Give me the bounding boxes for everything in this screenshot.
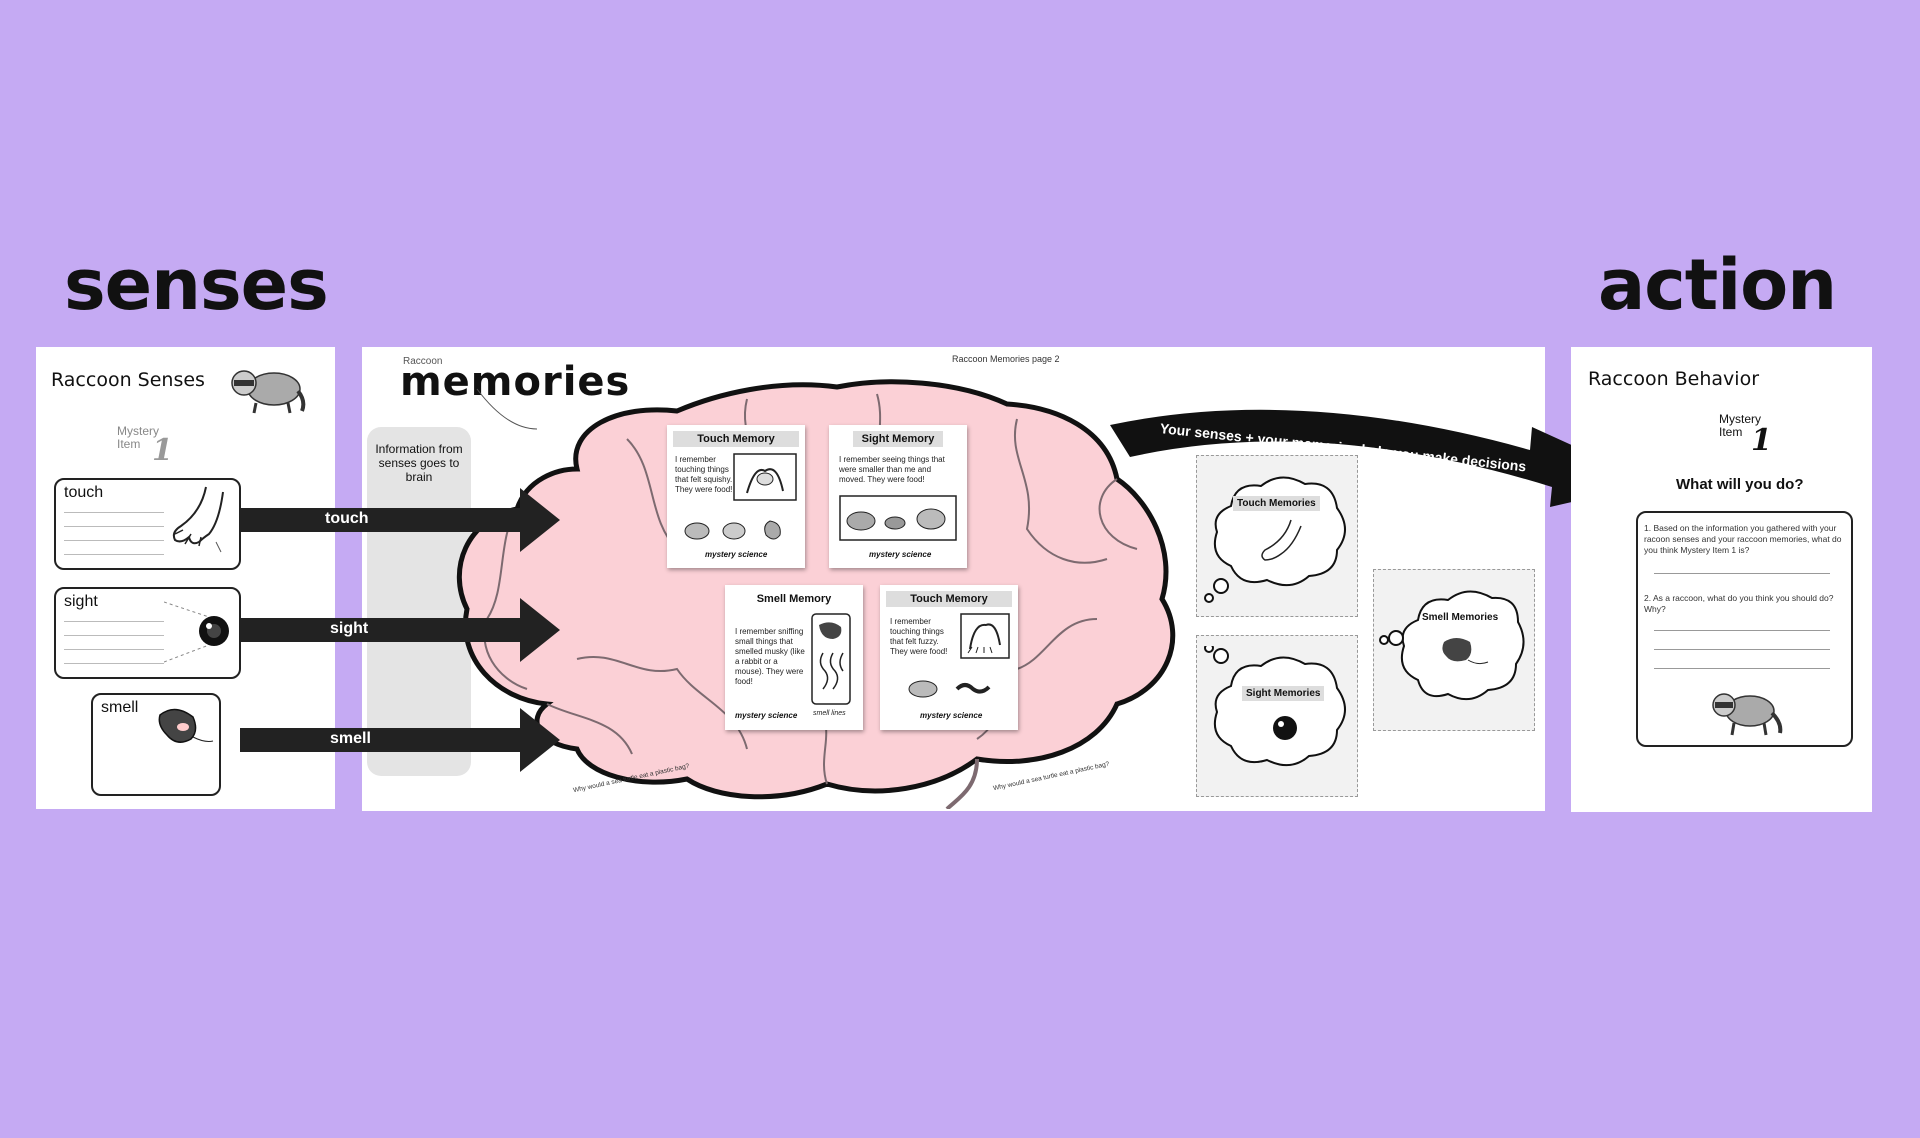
smell-memory-card: Smell Memory I remember sniffing small t…: [725, 585, 863, 730]
memories-kicker: Raccoon: [403, 356, 443, 367]
sense-arrows: [240, 488, 560, 772]
smell-label: smell: [101, 699, 139, 716]
raccoon-behavior-sheet: Raccoon Behavior Mystery Item 1 What wil…: [1571, 347, 1872, 812]
sheet-title: Raccoon Senses: [51, 369, 205, 391]
sight-label: sight: [64, 593, 98, 610]
fuzzy-paw-icon: [960, 613, 1010, 659]
info-panel: Information from senses goes to brain: [367, 427, 471, 776]
touch-box: touch: [54, 478, 241, 570]
raccoon-icon: [1712, 693, 1783, 736]
mystery-label: Mystery Item: [1719, 412, 1761, 439]
senses-heading: senses: [64, 244, 329, 326]
question-1: 1. Based on the information you gathered…: [1644, 523, 1842, 555]
touch-arrow-label: touch: [325, 510, 369, 527]
touch-memories-title: Touch Memories: [1233, 496, 1320, 511]
sight-arrow-label: sight: [330, 620, 369, 637]
questions-box: 1. Based on the information you gathered…: [1636, 511, 1853, 747]
sight-box: sight: [54, 587, 241, 679]
mouse-worm-icons: [908, 680, 991, 698]
paw-icon: [172, 486, 224, 553]
fuzzy-touch-memory-card: Touch Memory I remember touching things …: [880, 585, 1018, 730]
smell-memories-title: Smell Memories: [1422, 612, 1499, 623]
eye-icon: [164, 601, 229, 663]
sight-memory-card: Sight Memory I remember seeing things th…: [829, 425, 967, 568]
smell-arrow-label: smell: [330, 730, 371, 747]
nose-icon: [158, 708, 214, 743]
sight-memories-title: Sight Memories: [1242, 686, 1325, 701]
question-2: 2. As a raccoon, what do you think you s…: [1644, 593, 1834, 614]
smell-box: smell: [91, 693, 221, 796]
touch-label: touch: [64, 484, 104, 501]
thought-cloud: [1379, 590, 1525, 701]
mystery-label: Mystery Item: [117, 424, 159, 451]
touch-memories-panel: Touch Memories: [1196, 455, 1358, 617]
question-heading: What will you do?: [1676, 476, 1804, 493]
action-heading: action: [1598, 244, 1837, 326]
touch-memory-card: Touch Memory I remember touching things …: [667, 425, 805, 568]
nose-smell-icon: [811, 613, 851, 705]
page-label: Raccoon Memories page 2: [952, 354, 1060, 364]
raccoon-icon: [231, 370, 306, 414]
thought-cloud: [1204, 646, 1346, 767]
decision-arrow: [1110, 409, 1655, 507]
raccoon-senses-sheet: Raccoon Senses Mystery Item 1 touch sigh…: [36, 347, 335, 809]
smell-memories-panel: Smell Memories: [1373, 569, 1535, 731]
mystery-number: 1: [152, 433, 173, 468]
squishy-hands-icon: [733, 453, 797, 501]
info-panel-text: Information from senses goes to brain: [375, 442, 463, 484]
sight-memories-panel: Sight Memories: [1196, 635, 1358, 797]
mystery-number: 1: [1751, 423, 1772, 458]
memories-title: memories: [400, 359, 631, 405]
small-animals-icon: [839, 495, 957, 541]
smell-lines-caption: smell lines: [813, 710, 846, 717]
food-icons: [684, 520, 781, 540]
sheet-title: Raccoon Behavior: [1588, 368, 1760, 390]
